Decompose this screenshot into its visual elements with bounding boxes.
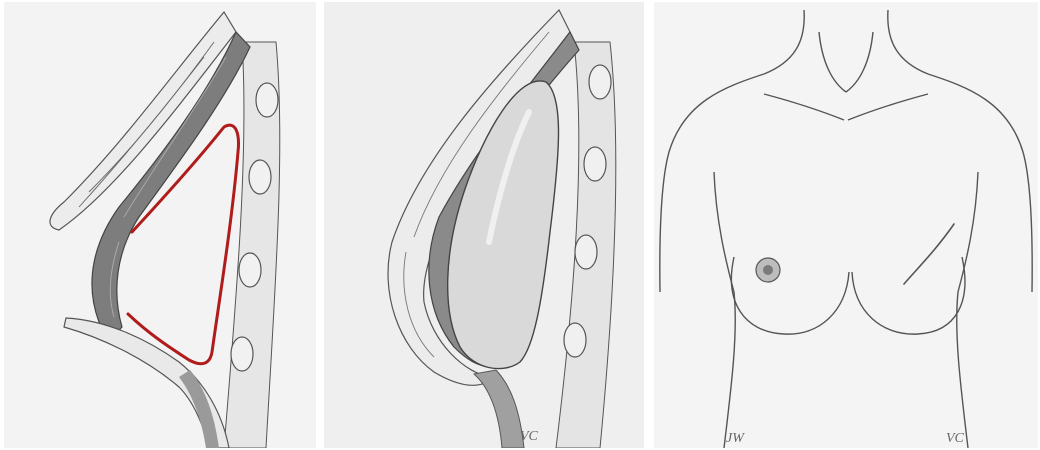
panel-frontal-torso: JW VC bbox=[654, 2, 1038, 448]
incision-line bbox=[904, 224, 954, 284]
artist-signature-right: VC bbox=[946, 431, 965, 446]
lower-fold bbox=[474, 370, 524, 448]
left-breast bbox=[731, 257, 849, 334]
panel-sagittal-implant: VC bbox=[324, 2, 644, 448]
frontal-torso-illustration: JW VC bbox=[654, 2, 1038, 448]
sagittal-pocket-illustration bbox=[4, 2, 316, 448]
artist-signature-left: JW bbox=[726, 431, 745, 446]
torso-outline bbox=[660, 10, 1032, 448]
panel-sagittal-pocket bbox=[4, 2, 316, 448]
right-breast bbox=[852, 257, 965, 334]
left-nipple-center bbox=[763, 265, 773, 275]
pocket-outline bbox=[128, 125, 238, 364]
artist-signature: VC bbox=[520, 429, 539, 444]
sagittal-implant-illustration: VC bbox=[324, 2, 644, 448]
